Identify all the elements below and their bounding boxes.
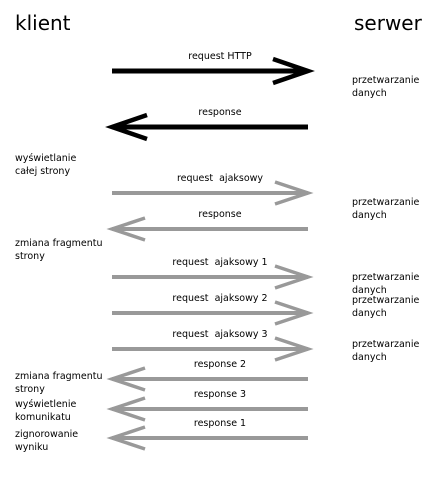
arrow-9 xyxy=(106,396,308,422)
arrow-label: request HTTP xyxy=(188,51,252,62)
arrow-2 xyxy=(105,112,308,142)
arrow-head-right xyxy=(274,180,314,206)
arrow-6 xyxy=(112,300,314,326)
client-note: wyświetlanie całej strony xyxy=(15,153,77,177)
client-header: klient xyxy=(15,11,71,35)
arrow-head-left xyxy=(106,216,146,242)
client-note: zignorowanie wyniku xyxy=(15,429,79,453)
arrow-label: response xyxy=(198,107,242,118)
arrow-head-left xyxy=(106,366,146,392)
arrow-10 xyxy=(106,425,308,451)
server-note: przetwarzanie danych xyxy=(352,197,420,221)
arrow-1 xyxy=(112,56,315,86)
server-header: serwer xyxy=(354,11,422,35)
arrow-label: response xyxy=(198,209,242,220)
arrow-label: response 3 xyxy=(193,389,247,400)
arrow-head-right xyxy=(274,300,314,326)
arrow-3 xyxy=(112,180,314,206)
arrow-label: request ajaksowy xyxy=(176,173,264,184)
arrow-head-left xyxy=(105,112,148,142)
arrow-label: request ajaksowy 1 xyxy=(172,257,268,268)
arrow-4 xyxy=(106,216,308,242)
arrow-8 xyxy=(106,366,308,392)
arrow-7 xyxy=(112,336,314,362)
client-note: wyświetlenie komunikatu xyxy=(15,399,77,423)
arrow-5 xyxy=(112,264,314,290)
client-note: zmiana fragmentu strony xyxy=(15,371,103,395)
arrow-head-left xyxy=(106,425,146,451)
client-note: zmiana fragmentu strony xyxy=(15,238,103,262)
arrow-label: response 1 xyxy=(193,418,247,429)
arrow-label: response 2 xyxy=(193,359,247,370)
server-note: przetwarzanie danych xyxy=(352,339,420,363)
arrow-head-right xyxy=(274,336,314,362)
arrow-head-left xyxy=(106,396,146,422)
arrow-head-right xyxy=(272,56,315,86)
arrow-label: request ajaksowy 2 xyxy=(172,293,268,304)
server-note: przetwarzanie danych xyxy=(352,295,420,319)
arrow-label: request ajaksowy 3 xyxy=(172,329,268,340)
server-note: przetwarzanie danych xyxy=(352,272,420,296)
server-note: przetwarzanie danych xyxy=(352,75,420,99)
arrow-head-right xyxy=(274,264,314,290)
